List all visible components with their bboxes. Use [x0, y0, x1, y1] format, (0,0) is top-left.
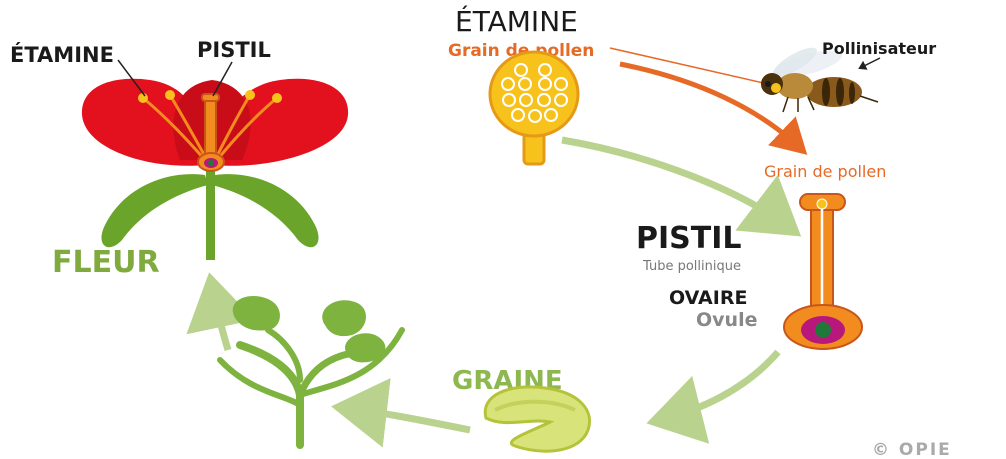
right-sepal — [212, 174, 319, 247]
pollen-grain-on-stigma — [817, 199, 827, 209]
stamen-title: ÉTAMINE — [455, 4, 578, 38]
pollinator-pointer — [860, 58, 880, 68]
copyright-label: © OPIE — [872, 440, 952, 459]
anther-illustration — [490, 52, 578, 164]
seed-icon — [485, 387, 589, 451]
flower-stem — [206, 170, 215, 260]
pollen-grain-right-label: Grain de pollen — [764, 162, 886, 181]
ovule-label: Ovule — [696, 309, 757, 331]
left-sepal — [101, 174, 208, 247]
pollen-tube-label: Tube pollinique — [642, 259, 741, 274]
seed-to-seedling-arrow — [345, 408, 470, 430]
flower-label: FLEUR — [52, 245, 160, 280]
flower-pistil — [205, 98, 216, 160]
flower-illustration — [82, 79, 348, 260]
ovary-label: OVAIRE — [669, 287, 747, 309]
ovary-to-seed-arrow — [660, 352, 778, 420]
seedling-icon — [220, 296, 402, 445]
pistil-title: PISTIL — [636, 221, 742, 256]
pollinator-label: Pollinisateur — [822, 39, 936, 58]
stamen-to-pistil-arrow — [562, 140, 790, 228]
flower-stamen-label: ÉTAMINE — [10, 42, 114, 67]
seedling-to-flower-arrow — [212, 286, 228, 350]
flower-pistil-label: PISTIL — [197, 38, 271, 62]
pistil-illustration — [784, 194, 862, 349]
